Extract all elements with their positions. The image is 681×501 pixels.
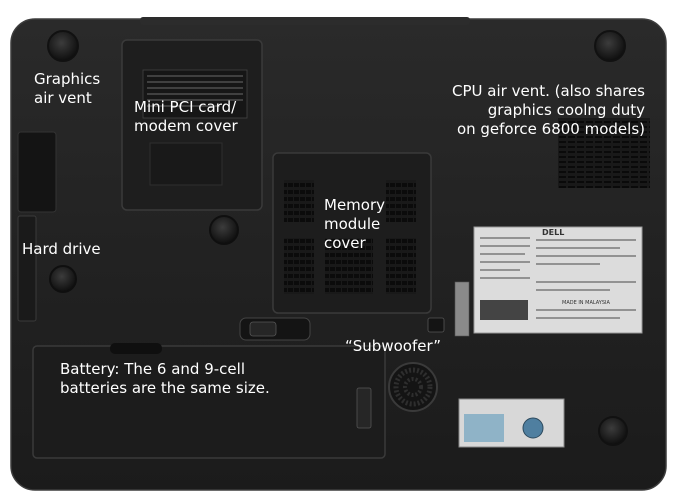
memory-module-cover-label-line: module bbox=[324, 215, 381, 233]
subwoofer-label-text: “Subwoofer” bbox=[345, 337, 442, 355]
subwoofer-ring bbox=[403, 377, 423, 397]
hard-drive-label-text: Hard drive bbox=[22, 240, 101, 258]
memory-module-cover-label-line: cover bbox=[324, 234, 366, 252]
cpu-air-vent-label-line: CPU air vent. (also shares bbox=[452, 82, 645, 100]
battery-label-line: batteries are the same size. bbox=[60, 379, 270, 397]
sticker-brand: DELL bbox=[542, 228, 564, 237]
memory-vent-slots bbox=[386, 238, 416, 294]
lock-switch bbox=[427, 317, 445, 333]
memory-module-cover-label: Memory module cover bbox=[324, 196, 385, 253]
battery-charge-gauge bbox=[356, 387, 372, 429]
memory-vent-slots bbox=[284, 180, 314, 222]
memory-module-cover-label-line: Memory bbox=[324, 196, 386, 214]
graphics-air-vent bbox=[17, 131, 57, 213]
graphics-air-vent-label: Graphics air vent bbox=[34, 70, 100, 108]
coa-seal-icon bbox=[522, 417, 544, 439]
cpu-air-vent bbox=[558, 118, 650, 188]
hard-drive-label: Hard drive bbox=[22, 240, 101, 259]
memory-vent-slots bbox=[386, 180, 416, 222]
center-screw bbox=[209, 215, 239, 245]
memory-vent-slots bbox=[284, 238, 314, 294]
chassis-top-edge bbox=[140, 17, 470, 25]
sticker-origin: MADE IN MALAYSIA bbox=[562, 300, 611, 306]
mini-pci-recess bbox=[149, 142, 223, 186]
rubber-foot bbox=[594, 30, 626, 62]
hard-drive-screw bbox=[49, 265, 77, 293]
subwoofer-label: “Subwoofer” bbox=[345, 337, 441, 356]
battery-pack bbox=[32, 345, 386, 459]
rubber-foot bbox=[598, 416, 628, 446]
subwoofer-ring bbox=[393, 367, 433, 407]
cpu-air-vent-label: CPU air vent. (also shares graphics cool… bbox=[452, 82, 645, 139]
battery-grip bbox=[110, 343, 162, 354]
mini-pci-cover-label-line: Mini PCI card/ bbox=[134, 98, 237, 116]
battery-label-line: Battery: The 6 and 9-cell bbox=[60, 360, 245, 378]
barcode bbox=[480, 300, 528, 320]
narrow-sticker bbox=[454, 281, 470, 337]
latch-slider bbox=[249, 321, 277, 337]
mini-pci-cover-label: Mini PCI card/ modem cover bbox=[134, 98, 238, 136]
memory-vent-slots bbox=[325, 238, 373, 294]
battery-label: Battery: The 6 and 9-cell batteries are … bbox=[60, 360, 270, 398]
cpu-air-vent-label-line: graphics coolng duty bbox=[487, 101, 645, 119]
sticker-fine-print bbox=[147, 75, 243, 107]
mini-pci-cover-label-line: modem cover bbox=[134, 117, 238, 135]
graphics-air-vent-label-line: air vent bbox=[34, 89, 92, 107]
hard-drive-bay bbox=[17, 215, 37, 322]
rubber-foot bbox=[47, 30, 79, 62]
sticker-print-lines bbox=[480, 237, 636, 319]
graphics-air-vent-label-line: Graphics bbox=[34, 70, 101, 88]
coa-hologram bbox=[464, 414, 504, 442]
cpu-air-vent-label-line: on geforce 6800 models) bbox=[456, 120, 645, 138]
